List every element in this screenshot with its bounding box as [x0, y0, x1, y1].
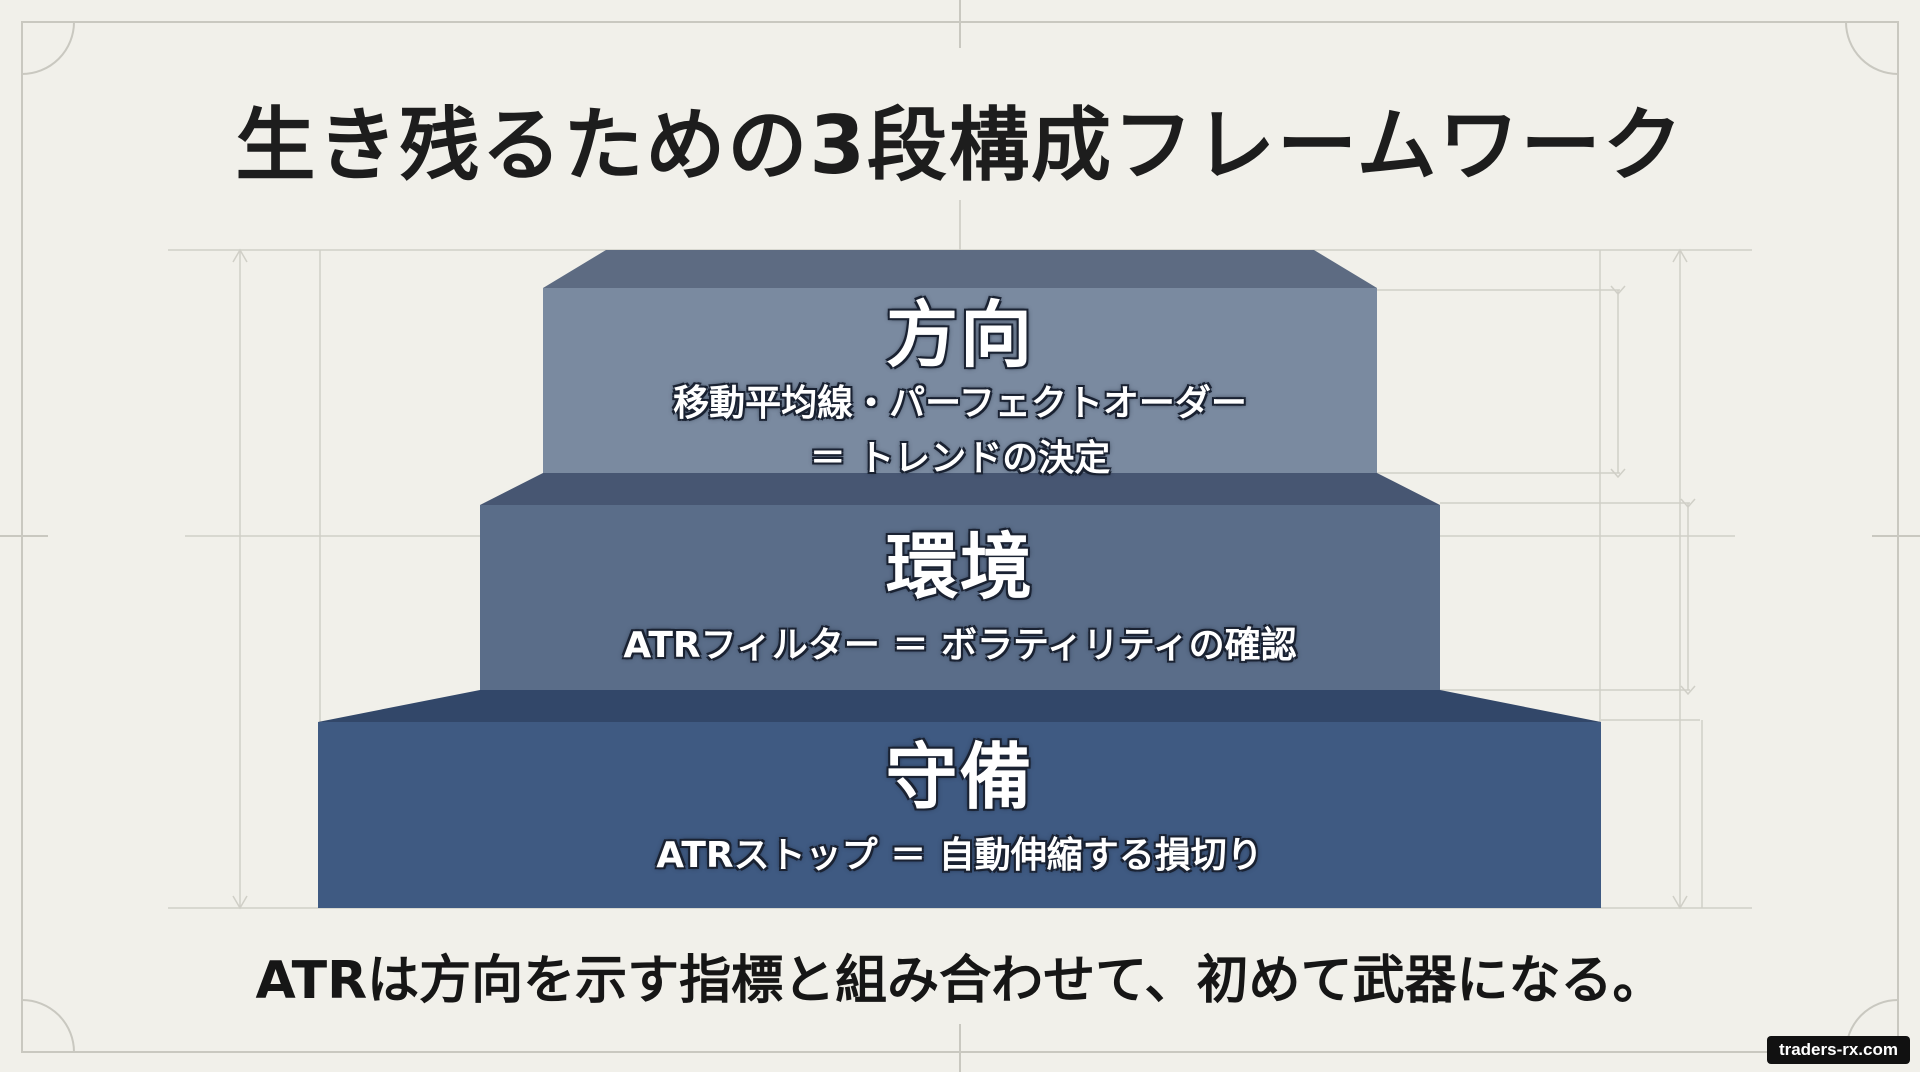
corner-arc-tr [1845, 21, 1899, 75]
watermark-badge: traders-rx.com [1766, 1036, 1910, 1064]
tier-middle-block [480, 505, 1440, 690]
tier-middle-title: 環境 [885, 525, 1034, 609]
tier-bottom-top-face [318, 690, 1601, 722]
slide-title: 生き残るための3段構成フレームワーク [235, 99, 1685, 192]
tier-top-text: 方向 移動平均線・パーフェクトオーダー ＝ トレンドの決定 [543, 293, 1377, 484]
tier-top-description-line1: 移動平均線・パーフェクトオーダー [673, 383, 1247, 425]
tier-middle-description: ATRフィルター ＝ ボラティリティの確認 [623, 625, 1297, 667]
tier-top-block [543, 288, 1377, 473]
tier-top-description-line2: ＝ トレンドの決定 [809, 437, 1111, 479]
tier-bottom-block [318, 722, 1601, 908]
tier-bottom-title: 守備 [885, 735, 1034, 819]
tier-top-title: 方向 [885, 293, 1034, 377]
tier-bottom-text: 守備 ATRストップ ＝ 自動伸縮する損切り [318, 735, 1601, 882]
guide-lines [168, 248, 1752, 910]
footer-caption: ATRは方向を示す指標と組み合わせて、初めて武器になる。 [255, 951, 1665, 1011]
corner-arc-tl [21, 21, 75, 75]
tier-middle-text: 環境 ATRフィルター ＝ ボラティリティの確認 [480, 525, 1440, 672]
tier-middle-top-face [480, 473, 1440, 505]
corner-arc-bl [21, 999, 75, 1053]
tier-top-top-face [543, 250, 1377, 288]
tier-bottom-description: ATRストップ ＝ 自動伸縮する損切り [656, 835, 1263, 877]
